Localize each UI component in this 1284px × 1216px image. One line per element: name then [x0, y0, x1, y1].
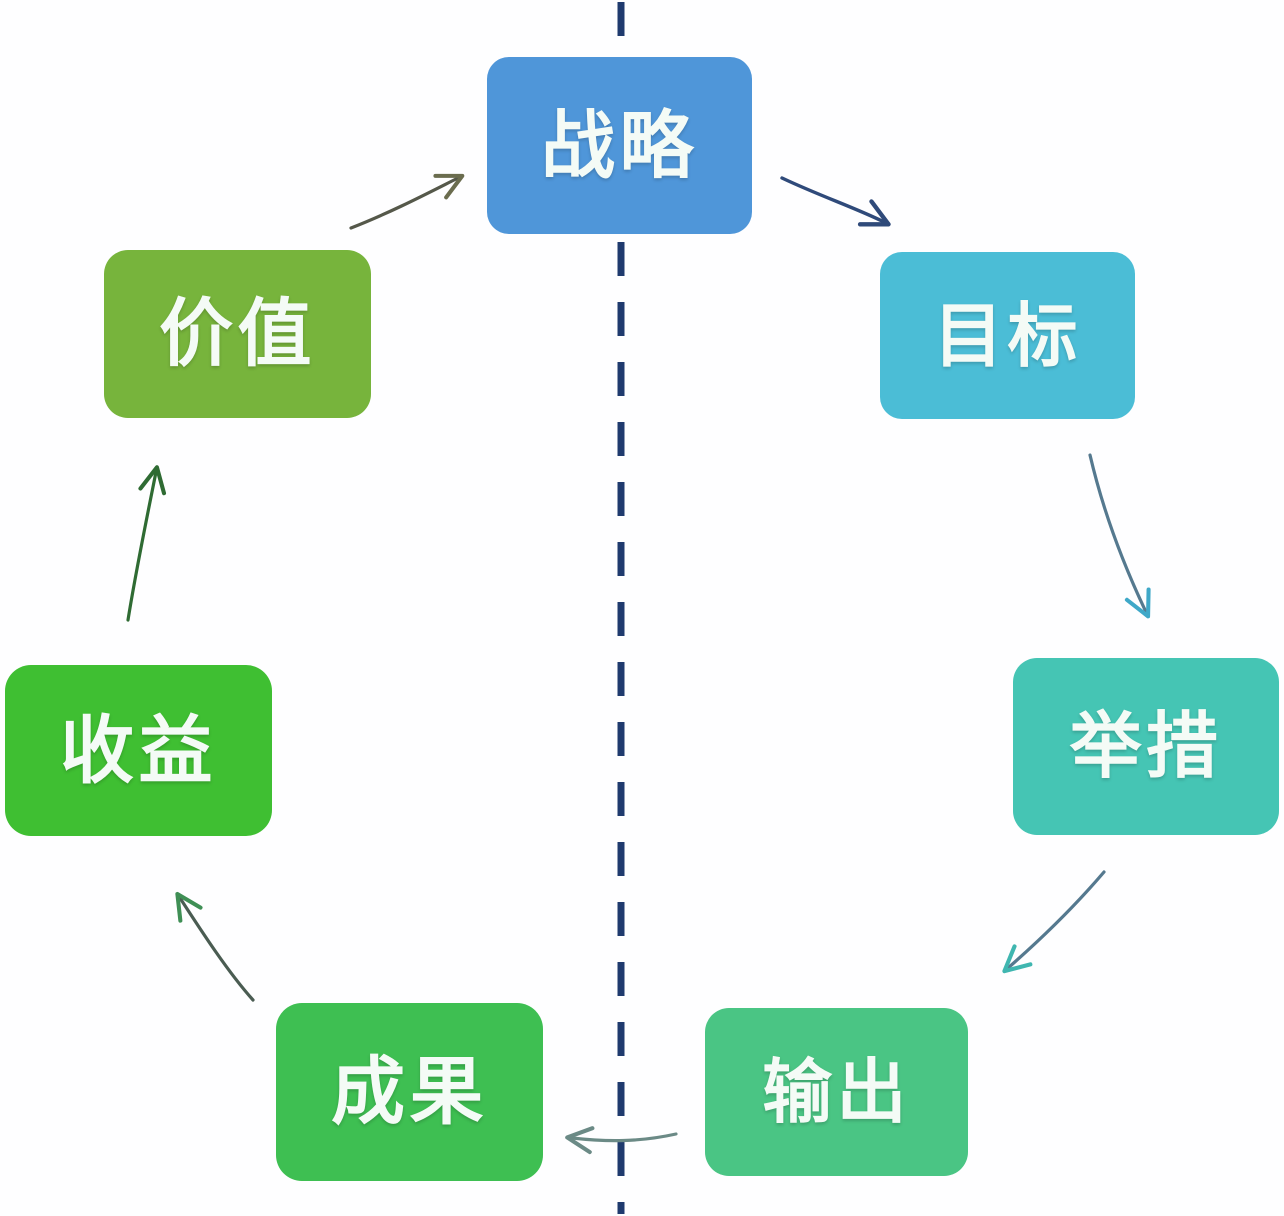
node-goal[interactable]: 目标: [880, 252, 1135, 419]
arrow-benefit-to-value: [126, 465, 167, 622]
node-result[interactable]: 成果: [276, 1003, 543, 1181]
arrow-value-to-strategy: [349, 173, 465, 230]
node-measure[interactable]: 举措: [1013, 658, 1279, 835]
arrow-strategy-to-goal: [780, 176, 891, 227]
arrow-measure-to-output: [1002, 870, 1106, 974]
node-measure-label: 举措: [1069, 706, 1223, 787]
arrow-goal-to-measure: [1088, 453, 1151, 619]
node-result-label: 成果: [331, 1050, 488, 1133]
node-benefit[interactable]: 收益: [5, 665, 272, 836]
node-goal-label: 目标: [933, 296, 1082, 375]
node-strategy[interactable]: 战略: [487, 57, 752, 234]
node-output[interactable]: 输出: [705, 1008, 968, 1176]
arrow-output-to-result: [565, 1126, 678, 1155]
node-value[interactable]: 价值: [104, 250, 371, 418]
node-output-label: 输出: [762, 1053, 911, 1131]
arrow-result-to-benefit: [175, 891, 255, 1002]
node-strategy-label: 战略: [541, 103, 698, 187]
node-benefit-label: 收益: [60, 708, 217, 792]
node-value-label: 价值: [159, 292, 316, 375]
